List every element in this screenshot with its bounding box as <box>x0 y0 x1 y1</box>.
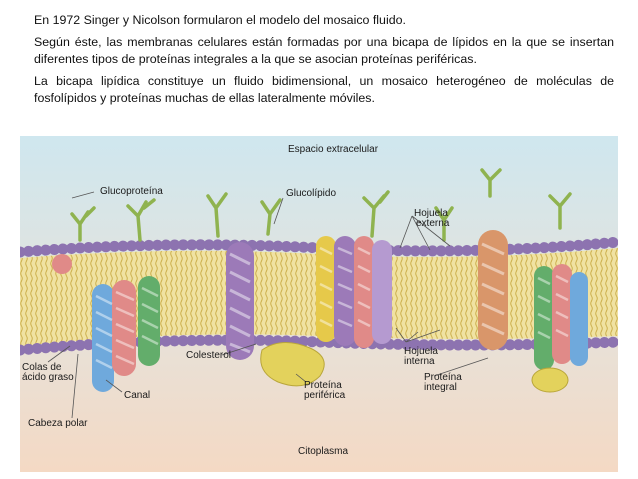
sugar-chains <box>70 168 572 242</box>
intro-paragraph-1: En 1972 Singer y Nicolson formularon el … <box>34 13 406 27</box>
sugar-chain-6 <box>434 206 454 242</box>
orange-integral-protein <box>478 230 508 350</box>
intro-paragraph-2: Según éste, las membranas celulares está… <box>34 35 614 66</box>
label-glycoprotein: Glucoproteína <box>100 186 163 197</box>
multi-helix-protein <box>316 236 392 348</box>
label-cholesterol: Colesterol <box>186 350 231 361</box>
fluid-mosaic-figure: Espacio extracelular Glucoproteína Gluco… <box>14 136 624 472</box>
label-polar-head: Cabeza polar <box>28 418 88 429</box>
channel-protein <box>92 276 160 392</box>
label-integral-protein-1: Proteína <box>424 372 462 383</box>
sugar-chain-3 <box>206 192 228 238</box>
sugar-chain-8 <box>548 192 572 230</box>
integral-proteins <box>92 230 588 392</box>
right-helix-bundle <box>534 264 588 370</box>
label-outer-leaflet-1: Hojuela <box>414 208 448 219</box>
label-integral-protein-2: integral <box>424 382 457 393</box>
label-inner-leaflet-1: Hojuela <box>404 346 438 357</box>
glycolipid-head <box>52 254 72 274</box>
peripheral-proteins <box>260 342 569 393</box>
label-peripheral-protein-2: periférica <box>304 390 346 401</box>
membrane-diagram: Espacio extracelular Glucoproteína Gluco… <box>14 136 624 472</box>
label-extracellular-space: Espacio extracelular <box>288 144 379 155</box>
label-inner-leaflet-2: interna <box>404 356 435 367</box>
label-peripheral-protein-1: Proteína <box>304 380 342 391</box>
label-channel: Canal <box>124 390 150 401</box>
purple-integral-protein <box>226 242 254 360</box>
label-outer-leaflet-2: externa <box>416 218 450 229</box>
intro-text: En 1972 Singer y Nicolson formularon el … <box>34 12 614 112</box>
sugar-chain-4 <box>260 198 282 236</box>
label-fatty-acid-tails-1: Colas de <box>22 362 62 373</box>
leader-lines <box>47 191 489 419</box>
sugar-chain-7 <box>480 168 502 198</box>
intro-paragraph-3: La bicapa lipídica constituye un fluido … <box>34 74 614 105</box>
label-cytoplasm: Citoplasma <box>298 446 348 457</box>
sugar-chain-5 <box>362 190 390 238</box>
label-glycolipid: Glucolípido <box>286 188 336 199</box>
sugar-chain-1 <box>70 206 96 242</box>
sugar-chain-2 <box>126 198 156 242</box>
label-fatty-acid-tails-2: ácido graso <box>22 372 74 383</box>
